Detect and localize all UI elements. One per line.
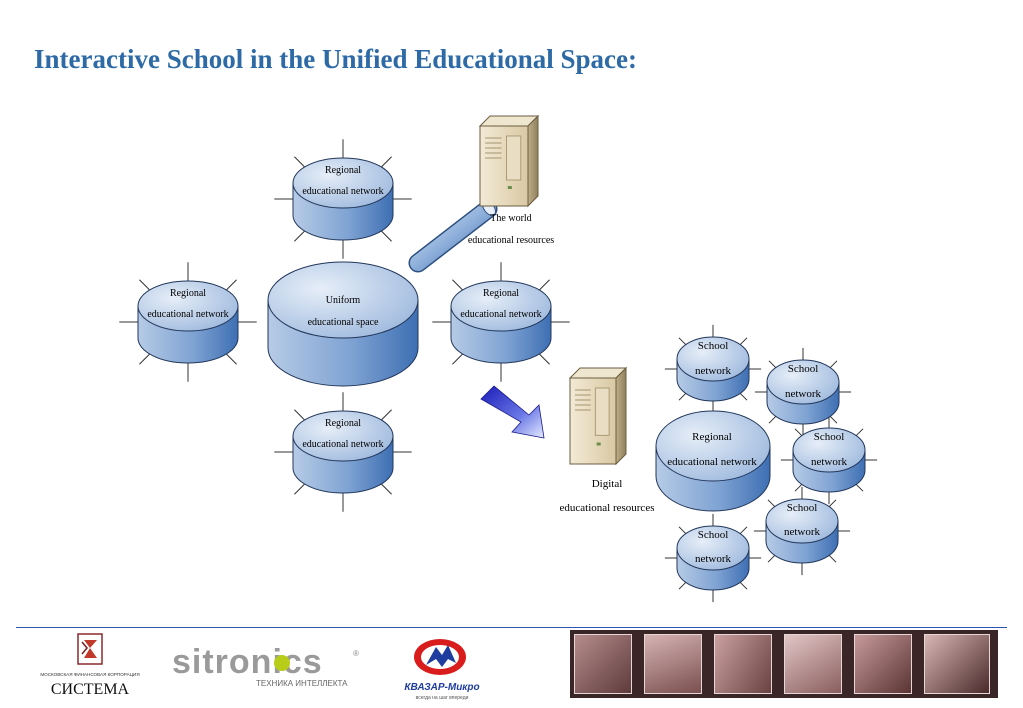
photo-thumbnail xyxy=(574,634,632,694)
sitronics-text: sitronics xyxy=(172,644,323,681)
photo-thumbnail xyxy=(924,634,990,694)
network-diagram: Regional educational network Regional ed… xyxy=(119,114,878,603)
school-network-3 xyxy=(792,427,866,493)
servers xyxy=(478,114,628,466)
school-network-5-label-1: School xyxy=(698,529,729,541)
regional-left-label-2: educational network xyxy=(147,309,228,320)
school-network-5-label-2: network xyxy=(695,553,732,565)
digital-server-icon xyxy=(568,366,628,466)
regional-network-hub xyxy=(655,410,771,512)
school-network-1-label-2: network xyxy=(695,365,732,377)
connection-ticks xyxy=(119,139,878,603)
center-label-2: educational space xyxy=(308,317,379,328)
decorations xyxy=(408,199,545,439)
world-server-icon xyxy=(478,114,540,208)
regional-right-label-2: educational network xyxy=(460,309,541,320)
regional-top-label-2: educational network xyxy=(302,186,383,197)
school-network-2 xyxy=(766,359,840,425)
kvazar-tagline: всегда на шаг впереди xyxy=(416,695,469,701)
regional-right-label-1: Regional xyxy=(483,288,519,299)
registered-icon: ® xyxy=(353,649,359,658)
regional-top-label-1: Regional xyxy=(325,165,361,176)
sistema-logo: МОСКОВСКАЯ ФИНАНСОВАЯ КОРПОРАЦИЯ СИСТЕМА xyxy=(40,633,140,698)
center-label-1: Uniform xyxy=(326,295,361,306)
school-network-1-label-1: School xyxy=(698,340,729,352)
flow-arrow xyxy=(480,385,545,439)
school-network-5 xyxy=(676,525,750,591)
kvazar-logo: КВАЗАР-Микро всегда на шаг впереди xyxy=(404,639,480,701)
regional-bottom-label-2: educational network xyxy=(302,439,383,450)
network-disks xyxy=(137,157,866,591)
school-network-3-label-1: School xyxy=(814,431,845,443)
kvazar-text: КВАЗАР-Микро xyxy=(404,682,479,693)
school-network-1 xyxy=(676,336,750,402)
school-network-4 xyxy=(765,498,839,564)
school-network-4-label-1: School xyxy=(787,502,818,514)
regional-network-right xyxy=(450,280,552,364)
regional-bottom-label-1: Regional xyxy=(325,418,361,429)
regional-hub-label-2: educational network xyxy=(667,456,757,468)
photo-thumbnail xyxy=(644,634,702,694)
sistema-small-text: МОСКОВСКАЯ ФИНАНСОВАЯ КОРПОРАЦИЯ xyxy=(40,672,139,677)
photo-thumbnail xyxy=(854,634,912,694)
digital-resources-label-2: educational resources xyxy=(560,502,655,514)
connection-pipe xyxy=(408,199,498,273)
sistema-text: СИСТЕМА xyxy=(51,681,130,698)
school-network-3-label-2: network xyxy=(811,456,848,468)
diagram-labels: Regional educational network Regional ed… xyxy=(147,165,847,565)
photo-strip xyxy=(570,630,998,698)
footer-divider xyxy=(16,627,1007,628)
world-resources-label-2: educational resources xyxy=(468,235,554,246)
photo-thumbnail xyxy=(714,634,772,694)
school-network-4-label-2: network xyxy=(784,526,821,538)
sitronics-tagline: ТЕХНИКА ИНТЕЛЛЕКТА xyxy=(256,679,348,688)
world-resources-label-1: The world xyxy=(490,213,531,224)
sitronics-dot-icon xyxy=(274,655,290,671)
slide-title: Interactive School in the Unified Educat… xyxy=(34,44,638,74)
photo-thumbnail xyxy=(784,634,842,694)
regional-left-label-1: Regional xyxy=(170,288,206,299)
regional-hub-label-1: Regional xyxy=(692,431,732,443)
sitronics-logo: sitronics ® ТЕХНИКА ИНТЕЛЛЕКТА xyxy=(172,644,359,688)
regional-network-bottom xyxy=(292,410,394,494)
regional-network-left xyxy=(137,280,239,364)
regional-network-top xyxy=(292,157,394,241)
school-network-2-label-1: School xyxy=(788,363,819,375)
uniform-space-center xyxy=(267,261,419,387)
digital-resources-label-1: Digital xyxy=(592,478,623,490)
school-network-2-label-2: network xyxy=(785,388,822,400)
